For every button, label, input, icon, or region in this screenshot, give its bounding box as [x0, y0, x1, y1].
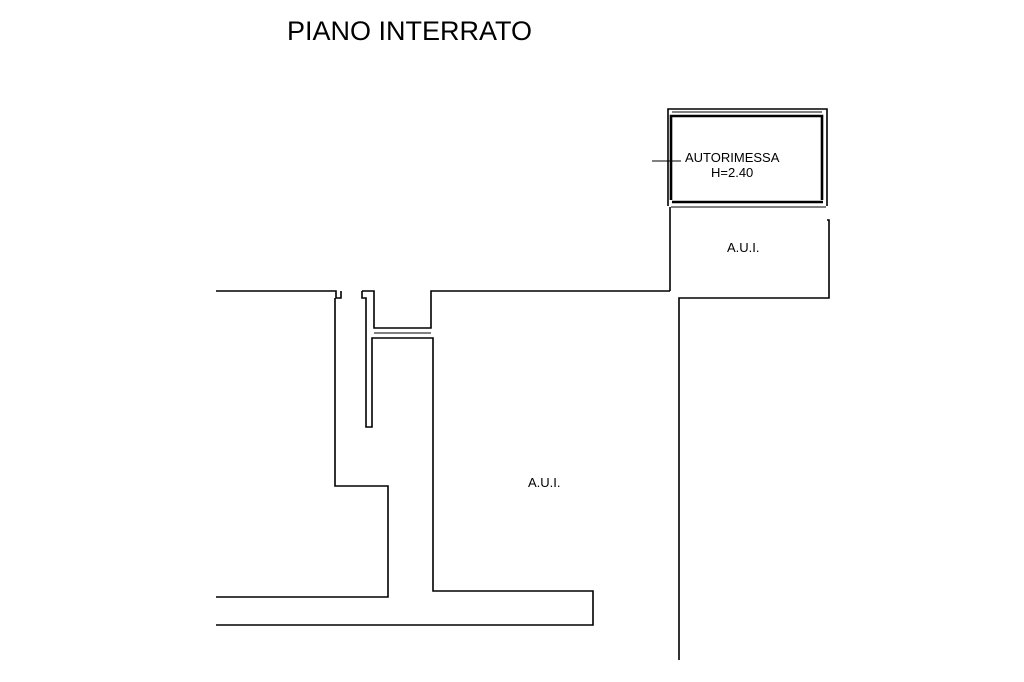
aui-upper-room: A.U.I.: [669, 207, 830, 660]
top-wall-left: [216, 290, 342, 299]
garage-outer-wall: [667, 108, 828, 206]
basement-walls: [216, 290, 670, 626]
shaft-left-wall: [216, 298, 389, 598]
garage-height-label: H=2.40: [711, 165, 753, 180]
garage-inner-wall: [669, 114, 824, 200]
top-wall-right: [362, 290, 670, 329]
aui-main-label: A.U.I.: [528, 475, 561, 490]
plan-title: PIANO INTERRATO: [287, 16, 532, 46]
garage-room: AUTORIMESSA H=2.40: [652, 108, 828, 208]
aui-upper-label: A.U.I.: [727, 240, 760, 255]
garage-name-label: AUTORIMESSA: [685, 150, 780, 165]
aui-upper-right-wall: [678, 219, 830, 660]
shaft-partition: [216, 291, 594, 626]
